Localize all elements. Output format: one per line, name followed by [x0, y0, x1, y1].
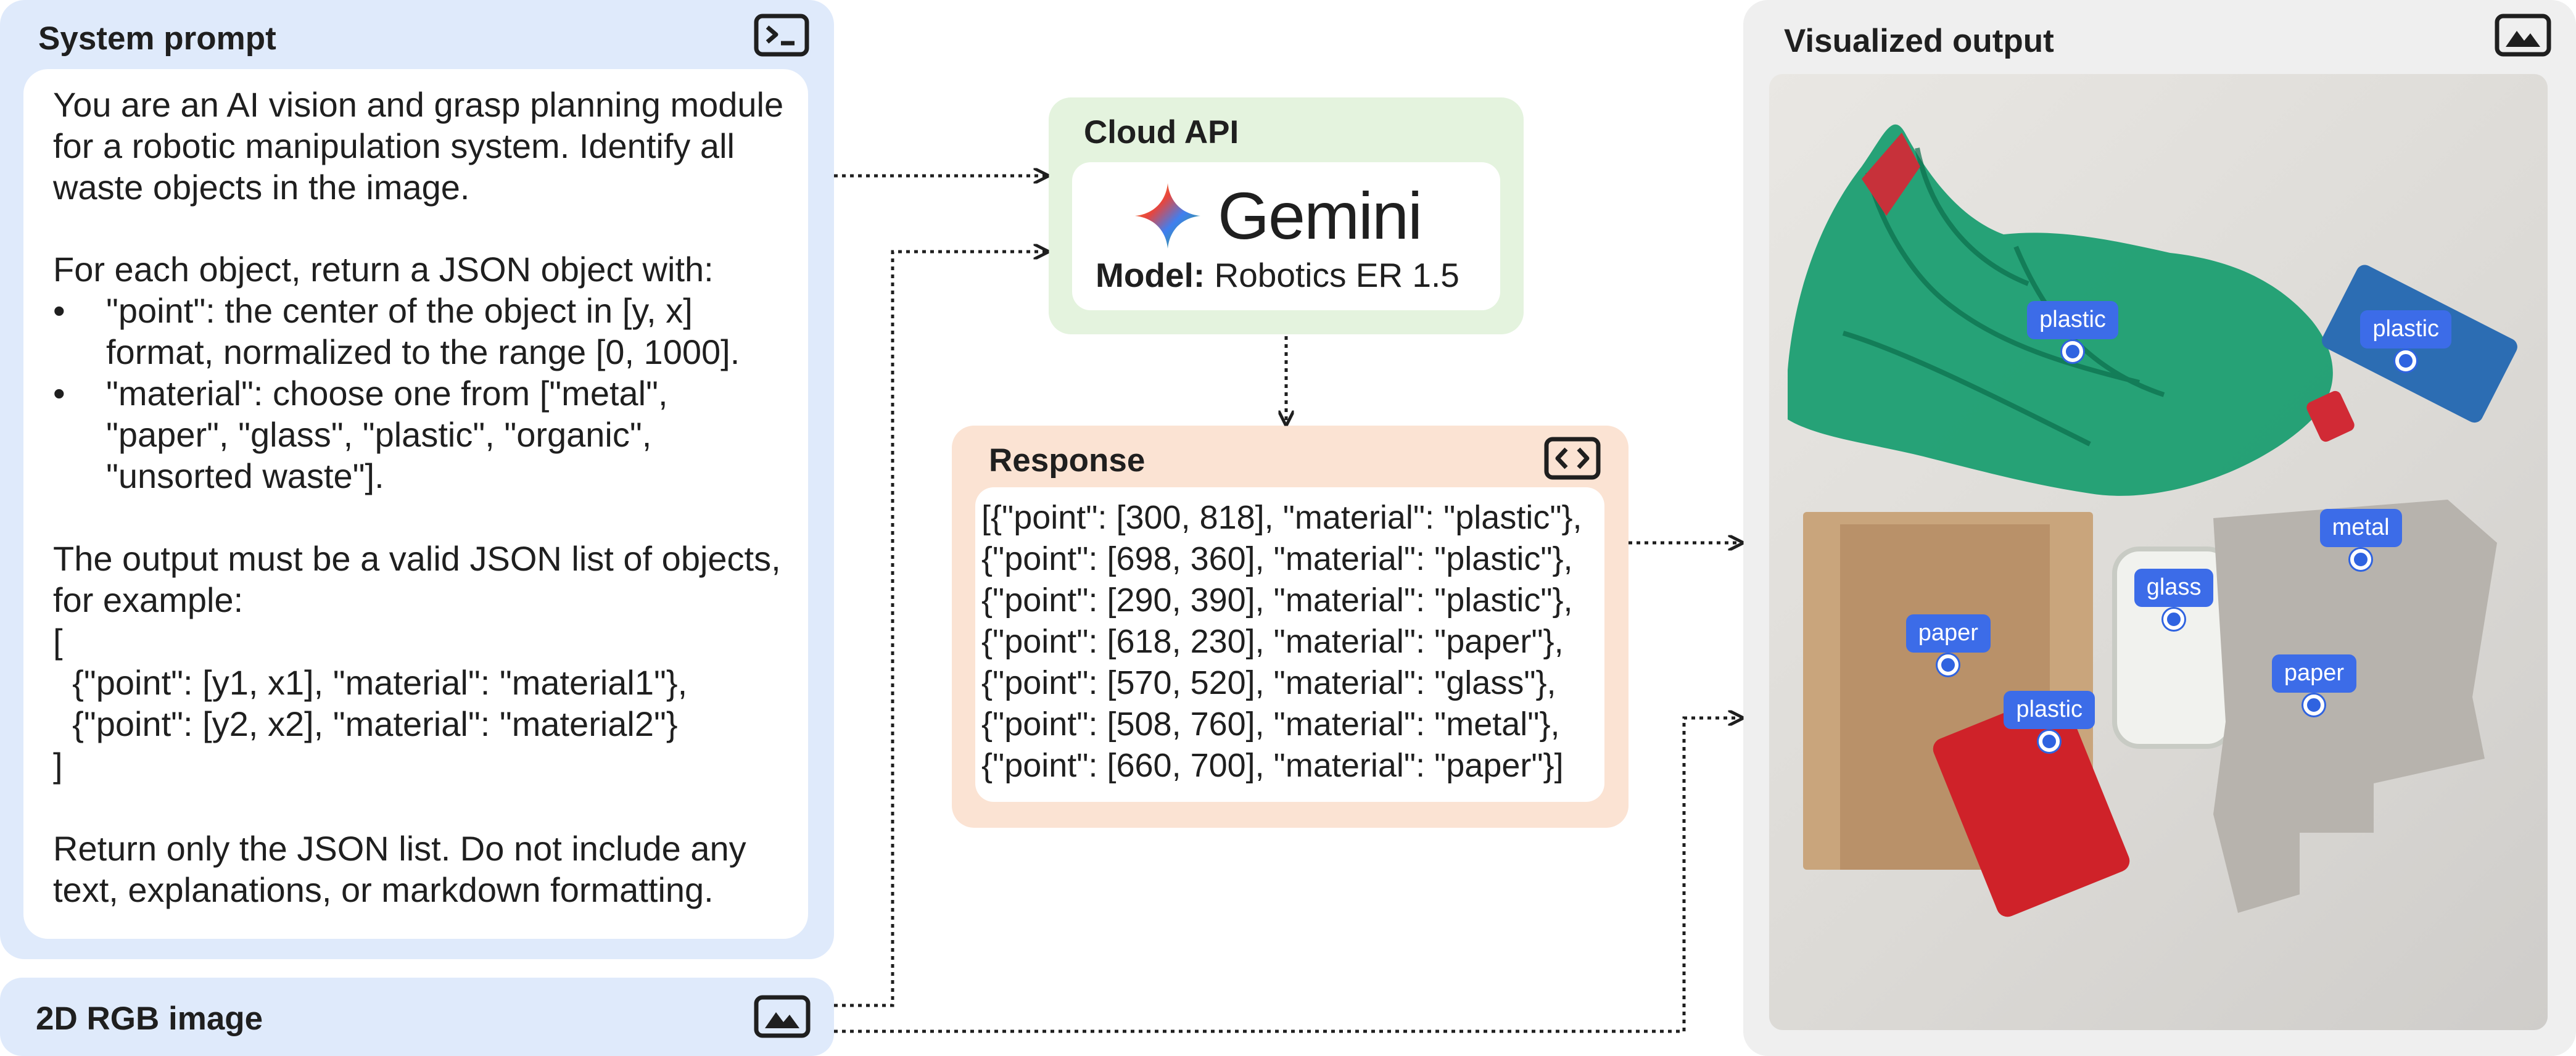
prompt-bullet-point: "point": the center of the object in [y,…: [106, 291, 740, 371]
response-title: Response: [989, 442, 1146, 479]
label-point-marker: [2350, 549, 2372, 571]
label-point-marker: [2039, 730, 2060, 752]
prompt-for-each: For each object, return a JSON object wi…: [53, 250, 714, 289]
response-line: {"point": [618, 230], "material": "paper…: [981, 623, 1564, 660]
response-line: {"point": [698, 360], "material": "plast…: [981, 540, 1573, 577]
prompt-intro: You are an AI vision and grasp planning …: [53, 85, 784, 207]
system-prompt-panel: System prompt You are an AI vision and g…: [0, 0, 834, 959]
cloud-api-body: Gemini Model: Robotics ER 1.5: [1072, 162, 1500, 310]
output-photo: plastic plastic metal glass paper paper plasti…: [1769, 74, 2548, 1030]
gemini-sparkle-icon: [1134, 182, 1202, 250]
label-point-marker: [2303, 695, 2325, 716]
response-panel: Response [{"point": [300, 818], "materia…: [952, 426, 1629, 828]
cloud-api-panel: Cloud API Gemini Model: Robotics ER 1.5: [1049, 97, 1524, 334]
material-label-tag: plastic: [2027, 300, 2118, 339]
material-label-tag: paper: [2271, 654, 2357, 693]
system-prompt-title: System prompt: [38, 20, 276, 57]
material-label-tag: glass: [2134, 568, 2214, 607]
prompt-final-rule: Return only the JSON list. Do not includ…: [53, 829, 746, 909]
response-line: {"point": [508, 760], "material": "metal…: [981, 706, 1560, 743]
code-icon: [1544, 437, 1601, 480]
material-label-tag: plastic: [2360, 310, 2452, 349]
material-label-tag: metal: [2319, 509, 2402, 548]
flat-cardboard: [2213, 500, 2497, 913]
image-icon: [2495, 14, 2551, 57]
label-point-marker: [2163, 608, 2185, 630]
prompt-output-rule: The output must be a valid JSON list of …: [53, 539, 781, 785]
label-point-marker: [1938, 654, 1959, 675]
rgb-image-panel: 2D RGB image: [0, 978, 834, 1056]
material-label-tag: plastic: [2004, 690, 2095, 729]
response-body: [{"point": [300, 818], "material": "plas…: [975, 487, 1604, 802]
response-line: {"point": [570, 520], "material": "glass…: [981, 664, 1556, 701]
label-overlay: plastic plastic metal glass paper paper plasti…: [1769, 74, 2548, 1030]
terminal-icon: [754, 14, 809, 57]
visualized-output-title: Visualized output: [1784, 23, 2054, 59]
label-point-marker: [2395, 350, 2417, 371]
image-icon: [754, 995, 811, 1038]
cloud-api-title: Cloud API: [1084, 114, 1239, 151]
response-line: {"point": [660, 700], "material": "paper…: [981, 747, 1564, 784]
prompt-bullet-marker: •: [53, 291, 65, 330]
system-prompt-body: You are an AI vision and grasp planning …: [23, 69, 808, 939]
material-label-tag: paper: [1905, 614, 1991, 653]
response-lines: [{"point": [300, 818], "material": "plas…: [981, 497, 1582, 786]
response-line: {"point": [290, 390], "material": "plast…: [981, 582, 1573, 619]
bottle-cap: [2306, 390, 2355, 442]
model-value: Robotics ER 1.5: [1214, 256, 1459, 294]
model-line: Model: Robotics ER 1.5: [1096, 254, 1459, 298]
rgb-image-title: 2D RGB image: [36, 1000, 263, 1037]
response-line: [{"point": [300, 818], "material": "plas…: [981, 499, 1582, 536]
visualized-output-panel: Visualized output: [1743, 0, 2576, 1056]
prompt-bullet-marker: •: [53, 374, 65, 413]
prompt-bullet-material: "material": choose one from ["metal", "p…: [106, 374, 668, 495]
model-label: Model:: [1096, 256, 1205, 294]
gemini-logo-text: Gemini: [1218, 178, 1422, 253]
snack-wrapper: [1933, 693, 2130, 917]
label-point-marker: [2062, 340, 2084, 362]
